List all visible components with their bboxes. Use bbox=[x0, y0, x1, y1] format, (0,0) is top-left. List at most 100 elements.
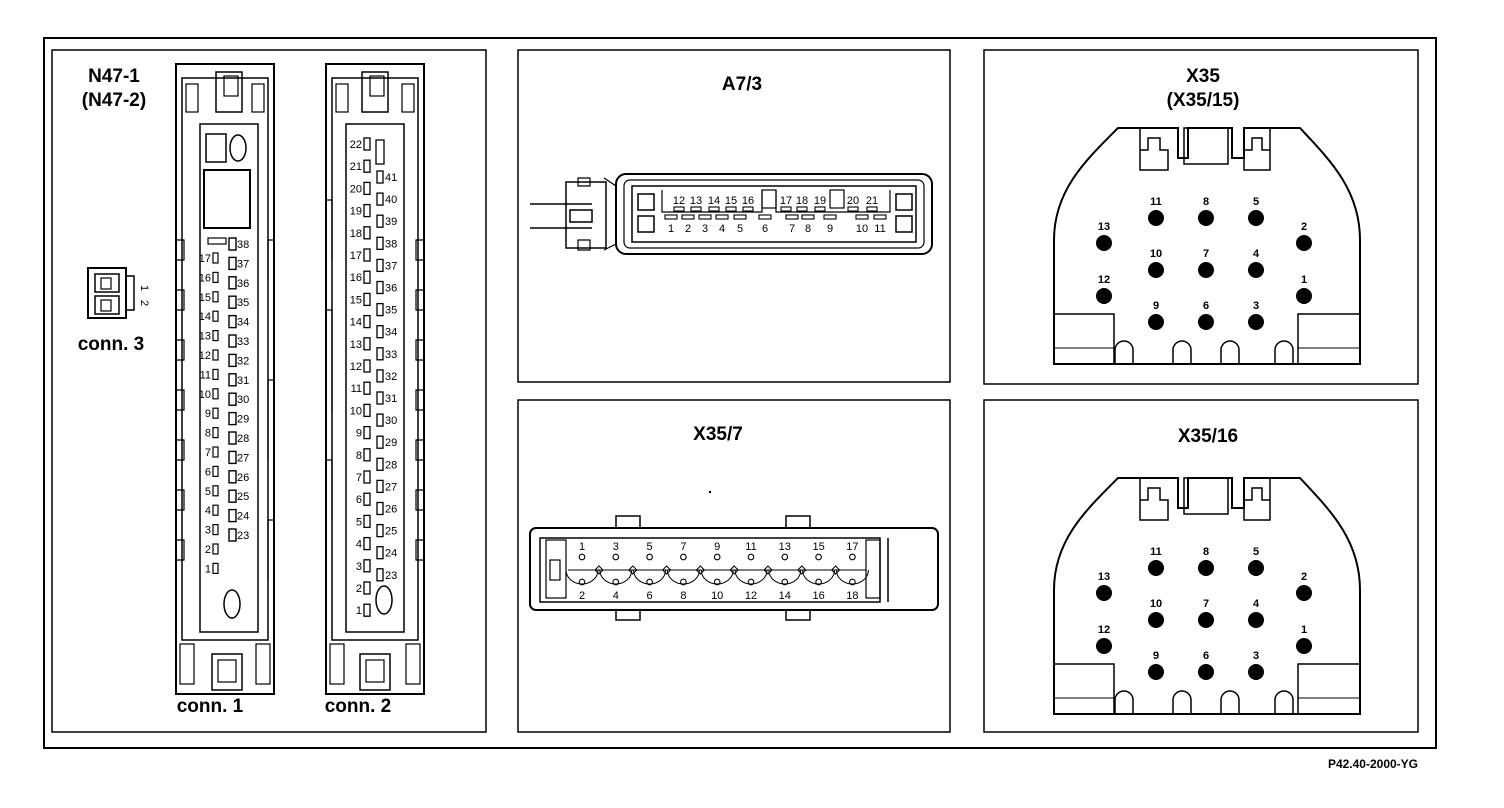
conn2-pin-9: 9 bbox=[356, 428, 362, 440]
a73-pin-14: 14 bbox=[708, 195, 720, 207]
x357-terminal-9 bbox=[713, 553, 721, 561]
conn1-terminal-35 bbox=[228, 295, 237, 309]
conn2-pin-37: 37 bbox=[385, 260, 397, 272]
conn1-pin-5: 5 bbox=[205, 486, 211, 498]
conn1-pin-9: 9 bbox=[205, 408, 211, 420]
conn2-pin-13: 13 bbox=[350, 339, 362, 351]
conn2-terminal-15 bbox=[363, 292, 371, 307]
conn1-terminal-5 bbox=[212, 485, 219, 497]
conn2-connector: 2221201918171615141312111098765432141403… bbox=[325, 63, 425, 695]
x357-terminal-7 bbox=[680, 553, 687, 561]
conn2-pin-1: 1 bbox=[356, 605, 362, 617]
conn2-pin-20: 20 bbox=[350, 183, 362, 195]
x35-terminal-13 bbox=[1096, 235, 1112, 251]
conn2-pin-14: 14 bbox=[350, 317, 362, 329]
x35-title: X35 bbox=[1186, 66, 1220, 87]
panel-x357-border bbox=[517, 399, 951, 733]
x35-pin-3: 3 bbox=[1253, 300, 1259, 312]
conn2-terminal-1 bbox=[363, 603, 371, 617]
x35-pin-6: 6 bbox=[1203, 300, 1209, 312]
conn1-terminal-10 bbox=[212, 388, 219, 400]
conn1-pin-15: 15 bbox=[199, 292, 211, 304]
x357-terminal-6 bbox=[646, 578, 653, 586]
a73-terminal-18 bbox=[796, 206, 808, 212]
conn1-pin-7: 7 bbox=[205, 447, 211, 459]
conn2-terminal-11 bbox=[363, 381, 371, 395]
conn2-terminal-40 bbox=[376, 192, 384, 206]
conn2-pin-35: 35 bbox=[385, 305, 397, 317]
x357-pin-4: 4 bbox=[613, 590, 619, 602]
conn2-terminal-8 bbox=[363, 448, 371, 462]
conn1-terminal-6 bbox=[212, 465, 219, 477]
conn1-pin-25: 25 bbox=[237, 491, 249, 503]
conn2-pin-5: 5 bbox=[356, 516, 362, 528]
x357-pin-11: 11 bbox=[745, 541, 756, 553]
a73-pin-21: 21 bbox=[866, 195, 878, 207]
conn2-pin-24: 24 bbox=[385, 548, 397, 560]
x3516-pin-11: 11 bbox=[1150, 546, 1162, 558]
a73-pin-8: 8 bbox=[805, 223, 811, 235]
conn1-terminal-38 bbox=[228, 237, 237, 251]
conn2-terminal-33 bbox=[376, 347, 384, 361]
conn1-terminal-37 bbox=[228, 256, 237, 271]
conn2-pin-28: 28 bbox=[385, 459, 397, 471]
a73-pin-5: 5 bbox=[737, 223, 743, 235]
a73-pin-7: 7 bbox=[789, 223, 795, 235]
conn2-pin-11: 11 bbox=[351, 383, 362, 395]
panel-x35-border bbox=[983, 49, 1419, 385]
conn2-pin-29: 29 bbox=[385, 437, 397, 449]
conn2-terminal-4 bbox=[363, 536, 371, 551]
conn2-terminal-6 bbox=[363, 492, 371, 506]
conn2-terminal-7 bbox=[363, 470, 371, 484]
x357-pin-9: 9 bbox=[714, 541, 720, 553]
conn2-terminal-36 bbox=[376, 280, 384, 295]
conn1-pin-17: 17 bbox=[199, 253, 211, 265]
conn1-pin-11: 11 bbox=[200, 369, 211, 381]
x357-terminal-2 bbox=[578, 578, 586, 586]
conn1-pin-12: 12 bbox=[199, 350, 211, 362]
conn1-terminal-24 bbox=[228, 508, 237, 523]
a73-pin-10: 10 bbox=[856, 223, 868, 235]
x3516-pin-7: 7 bbox=[1203, 598, 1209, 610]
x35-terminal-9 bbox=[1148, 314, 1164, 330]
conn2-terminal-26 bbox=[376, 501, 384, 516]
x357-pin-14: 14 bbox=[779, 590, 791, 602]
x357-terminal-15 bbox=[815, 553, 822, 561]
conn1-pin-2: 2 bbox=[205, 544, 211, 556]
a73-terminal-6 bbox=[758, 214, 772, 220]
x357-pin-10: 10 bbox=[711, 590, 723, 602]
conn1-terminal-30 bbox=[228, 392, 237, 406]
a73-pin-9: 9 bbox=[827, 223, 833, 235]
conn1-pin-16: 16 bbox=[199, 272, 211, 284]
conn1-pin-30: 30 bbox=[237, 394, 249, 406]
conn1-pin-24: 24 bbox=[237, 511, 249, 523]
x3516-terminal-7 bbox=[1198, 612, 1214, 628]
x3516-pin-4: 4 bbox=[1253, 598, 1260, 610]
x357-pin-15: 15 bbox=[812, 541, 824, 553]
conn2-terminal-38 bbox=[376, 236, 384, 250]
panel-n47: N47-1 (N47-2) 1 2 conn. 3 bbox=[51, 49, 487, 733]
conn1-terminal-1 bbox=[212, 562, 219, 575]
x35-pin-13: 13 bbox=[1098, 221, 1110, 233]
a73-title: A7/3 bbox=[722, 74, 762, 95]
x3516-pin-6: 6 bbox=[1203, 650, 1209, 662]
conn2-pin-12: 12 bbox=[350, 361, 362, 373]
conn2-pin-31: 31 bbox=[385, 393, 397, 405]
a73-pin-1: 1 bbox=[668, 223, 674, 235]
a73-terminal-8 bbox=[801, 214, 815, 220]
x3516-title: X35/16 bbox=[1178, 426, 1238, 447]
a73-pin-11: 11 bbox=[874, 223, 885, 235]
x35-pin-8: 8 bbox=[1203, 196, 1209, 208]
conn1-terminal-7 bbox=[212, 446, 219, 458]
x35-terminal-2 bbox=[1296, 235, 1312, 251]
x357-terminal-12 bbox=[747, 578, 755, 586]
a73-terminal-3 bbox=[698, 214, 712, 220]
conn2-terminal-32 bbox=[376, 369, 384, 383]
conn2-pin-25: 25 bbox=[385, 526, 397, 538]
conn1-pin-27: 27 bbox=[237, 452, 249, 464]
x35-terminal-1 bbox=[1296, 288, 1312, 304]
a73-terminal-14 bbox=[708, 206, 720, 212]
conn1-pin-35: 35 bbox=[237, 297, 249, 309]
